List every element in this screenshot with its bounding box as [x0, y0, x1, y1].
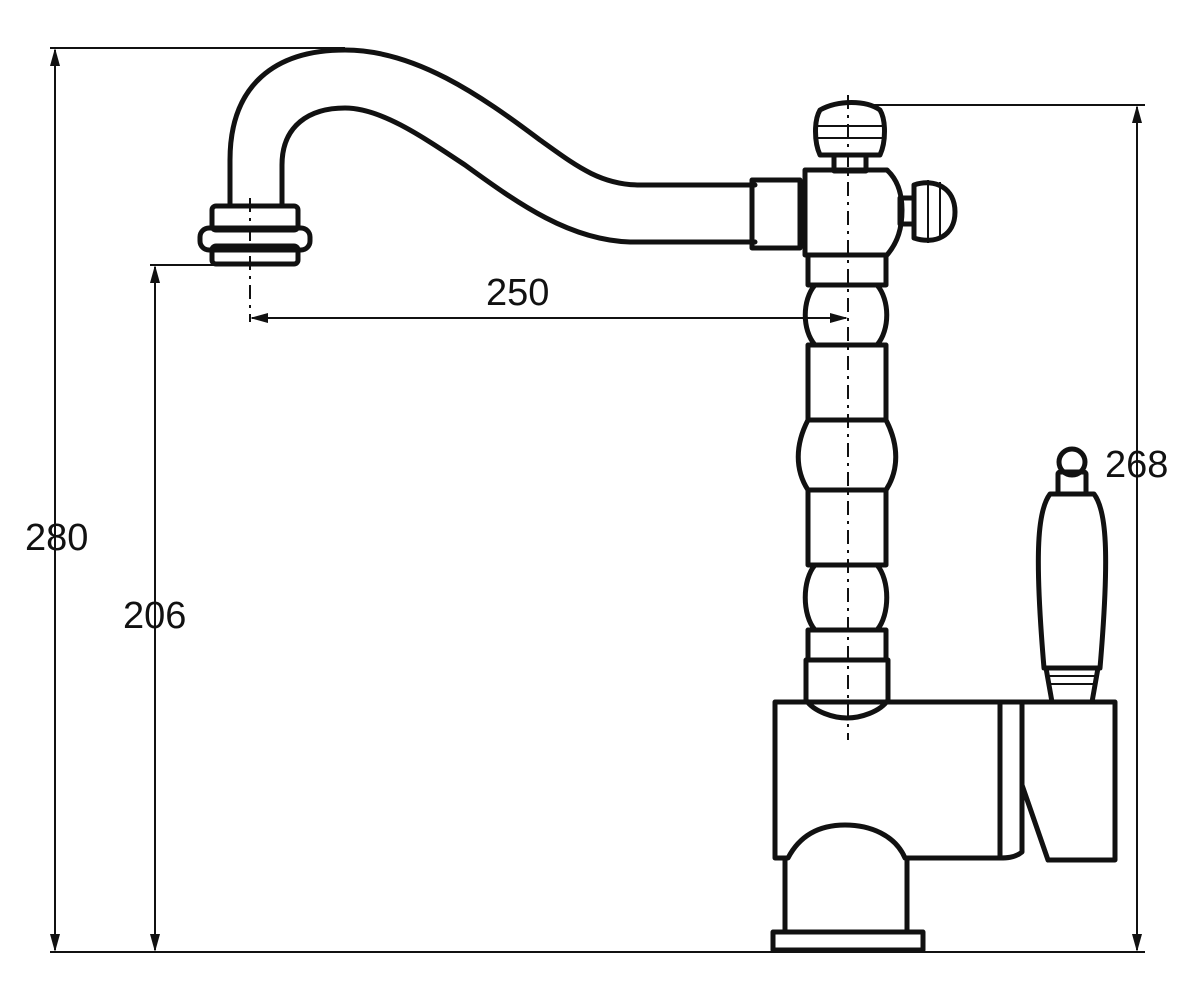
overall-height-label: 280	[25, 517, 88, 559]
dimension-labels: 280 206 250 268	[25, 272, 1168, 637]
swivel-hub	[802, 167, 905, 288]
spout-reach-dimension	[250, 313, 848, 323]
faucet-body	[770, 699, 1003, 953]
side-knob	[897, 180, 958, 243]
top-knob	[813, 100, 887, 174]
dimension-lines	[50, 47, 1145, 953]
center-lines	[249, 95, 849, 740]
overall-height-dimension	[50, 48, 60, 952]
lever-housing	[997, 699, 1118, 863]
spout-height-label: 206	[123, 595, 186, 637]
handle-height-dimension	[1132, 105, 1142, 952]
aerator	[197, 203, 313, 267]
spout-height-dimension	[150, 265, 160, 952]
handle-height-label: 268	[1105, 444, 1168, 486]
spout	[227, 47, 758, 245]
lever-handle	[1035, 446, 1109, 705]
spout-reach-label: 250	[486, 272, 549, 314]
spout-connector	[749, 177, 803, 251]
